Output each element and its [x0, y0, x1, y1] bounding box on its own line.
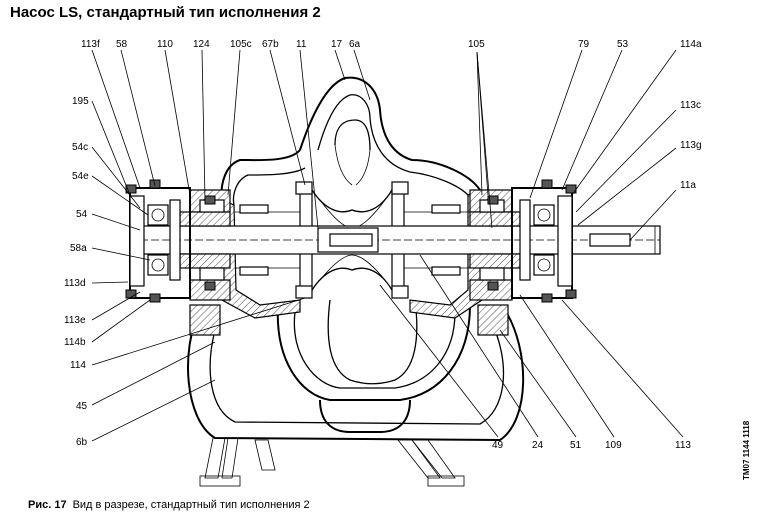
- label-11: 11: [296, 39, 307, 50]
- right-bearing-housing: [477, 179, 577, 336]
- label-114: 114: [70, 360, 86, 371]
- label-49: 49: [492, 440, 504, 451]
- leader-lines: [91, 49, 684, 442]
- label-124: 124: [193, 39, 210, 50]
- label-54: 54: [76, 209, 88, 220]
- figure-caption-text: Вид в разрезе, стандартный тип исполнени…: [72, 499, 310, 511]
- left-shaft-seal: [169, 199, 300, 281]
- label-113c: 113c: [680, 100, 701, 111]
- label-6b: 6b: [76, 437, 88, 448]
- label-113: 113: [675, 440, 691, 451]
- label-51: 51: [570, 440, 582, 451]
- label-6a: 6a: [349, 39, 361, 50]
- label-11a: 11a: [680, 180, 696, 191]
- page-title: Насос LS, стандартный тип исполнения 2: [10, 4, 321, 21]
- label-79: 79: [578, 39, 590, 50]
- drawing-code: TM07 1144 1118: [742, 420, 751, 480]
- figure-number: Рис. 17: [28, 499, 67, 511]
- label-24: 24: [532, 440, 544, 451]
- label-113e: 113e: [64, 315, 86, 326]
- label-195: 195: [72, 96, 89, 107]
- label-58a: 58a: [70, 243, 87, 254]
- label-114b: 114b: [64, 337, 86, 348]
- pump-feet: [199, 437, 465, 487]
- label-67b: 67b: [262, 39, 279, 50]
- label-58: 58: [116, 39, 128, 50]
- left-bearing-housing: [125, 179, 221, 336]
- label-113g: 113g: [680, 140, 702, 151]
- label-105c: 105c: [230, 39, 252, 50]
- figure-caption: Рис. 17 Вид в разрезе, стандартный тип ис…: [28, 499, 310, 511]
- label-105: 105: [468, 39, 485, 50]
- label-114a: 114a: [680, 39, 702, 50]
- label-110: 110: [157, 39, 173, 50]
- upper-volute: [220, 76, 481, 206]
- label-54e: 54e: [72, 171, 89, 182]
- label-109: 109: [605, 440, 622, 451]
- label-54c: 54c: [72, 142, 88, 153]
- part-labels: 113f 58 110 124 105c 67b 11 17 6a 105 79…: [64, 39, 702, 451]
- label-53: 53: [617, 39, 629, 50]
- shaft: [139, 225, 661, 255]
- volute-casing: [187, 299, 525, 442]
- label-17: 17: [331, 39, 343, 50]
- label-113f: 113f: [81, 39, 100, 50]
- right-shaft-seal: [404, 199, 531, 281]
- label-113d: 113d: [64, 278, 86, 289]
- label-45: 45: [76, 401, 88, 412]
